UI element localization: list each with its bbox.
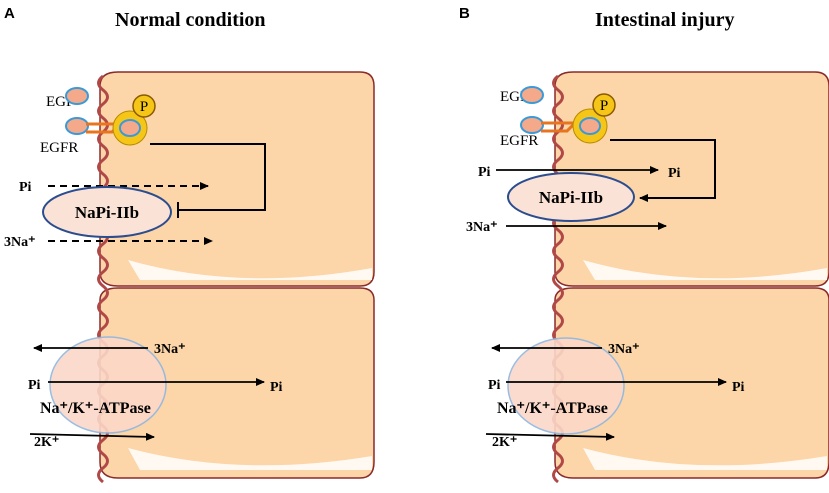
pi-basolateral-right-label: Pi: [270, 380, 283, 395]
panel-a-title: Normal condition: [115, 9, 266, 31]
egf-egfr-complex: EGF P EGFR: [40, 87, 156, 156]
napi-iib-label: NaPi-IIb: [539, 188, 603, 207]
egf-internal-icon: [119, 119, 141, 137]
na-apical-label: 3Na⁺: [4, 235, 36, 250]
panel-b: B Intestinal injury EGF P EGFR Pi Pi: [459, 5, 829, 484]
egf-internal-icon: [579, 117, 601, 135]
k-label: 2K⁺: [492, 435, 517, 450]
napi-iib-transporter: [42, 186, 172, 238]
pi-apical-label: Pi: [19, 180, 32, 195]
egfr-receptor-icon: [541, 121, 575, 133]
activation-connector: [610, 139, 716, 202]
na-apical-label: 3Na⁺: [466, 220, 498, 235]
egf-ligand-icon: [520, 86, 544, 104]
egfr-label: EGFR: [40, 140, 78, 156]
panel-b-title: Intestinal injury: [595, 9, 734, 31]
egf-bound-ligand-icon: [65, 117, 89, 135]
egfr-label: EGFR: [500, 133, 538, 149]
na-k-atpase: [507, 337, 625, 435]
pi-basolateral-left-label: Pi: [488, 378, 501, 393]
atpase-label: Na⁺/K⁺-ATPase: [497, 400, 608, 417]
phosphate-label: P: [140, 99, 148, 115]
phosphate-icon: [132, 94, 156, 118]
k-uptake-arrow: [29, 432, 155, 441]
egf-ligand-icon: [65, 87, 89, 105]
atpase-label: Na⁺/K⁺-ATPase: [40, 400, 151, 417]
panel-b-letter: B: [459, 5, 470, 22]
pi-apical-left-label: Pi: [478, 165, 491, 180]
na-k-atpase: [49, 336, 167, 434]
egf-bound-ligand-icon: [520, 116, 544, 134]
panel-a-letter: A: [4, 5, 15, 22]
napi-iib-label: NaPi-IIb: [75, 203, 139, 222]
na-efflux-label: 3Na⁺: [608, 342, 640, 357]
napi-iib-transporter: [507, 172, 635, 222]
upper-enterocyte: [554, 71, 829, 287]
k-label: 2K⁺: [34, 435, 59, 450]
na-efflux-label: 3Na⁺: [154, 342, 186, 357]
panel-a: A Normal condition EGF P EGFR: [4, 5, 375, 484]
inhibition-connector: [150, 143, 266, 211]
phosphate-label: P: [600, 98, 608, 114]
pi-basolateral-left-label: Pi: [28, 378, 41, 393]
lower-enterocyte: [99, 287, 375, 479]
k-uptake-arrow: [485, 432, 615, 441]
lower-enterocyte: [554, 287, 829, 479]
upper-enterocyte: [99, 71, 375, 287]
pi-basolateral-right-label: Pi: [732, 380, 745, 395]
phosphate-icon: [592, 93, 616, 117]
pi-apical-right-label: Pi: [668, 166, 681, 181]
egf-egfr-complex: EGF P EGFR: [500, 86, 616, 149]
